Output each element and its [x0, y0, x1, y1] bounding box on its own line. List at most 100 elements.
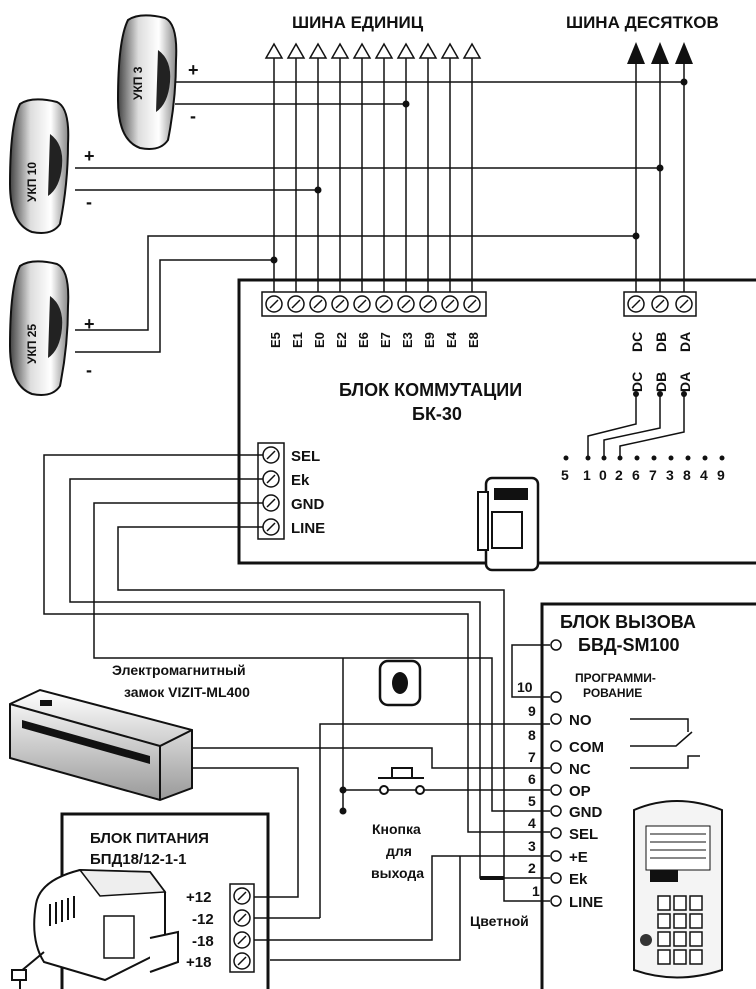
- pin-name: COM: [569, 739, 604, 756]
- tens-terminal-row: DC DB DA DC DB DA 5 1 0 2 6 7 3 8: [561, 291, 725, 483]
- jumper-digit: 1: [583, 467, 591, 483]
- terminal-label: SEL: [291, 448, 320, 465]
- svg-text:замок VIZIT-ML400: замок VIZIT-ML400: [124, 684, 250, 700]
- switch-block-model: БК-30: [412, 404, 462, 424]
- pin-name: OP: [569, 783, 591, 800]
- prog-label: РОВАНИЕ: [583, 686, 642, 700]
- prog-label: ПРОГРАММИ-: [575, 671, 656, 685]
- handset-ukp25: УКП 25: [8, 260, 70, 396]
- svg-text:-: -: [86, 360, 92, 380]
- svg-text:для: для: [386, 843, 412, 859]
- terminal-label: E2: [334, 332, 349, 348]
- prog-pin-number: 10: [517, 679, 533, 695]
- pin-name: GND: [569, 804, 603, 821]
- terminal-label: DB: [653, 372, 669, 392]
- terminal-label: GND: [291, 496, 325, 513]
- lock-caption: Электромагнитный замок VIZIT-ML400: [112, 662, 250, 700]
- svg-text:+: +: [84, 314, 95, 334]
- pin-number: 7: [528, 749, 536, 765]
- pin-name: LINE: [569, 894, 603, 911]
- jumper-digit: 9: [717, 467, 725, 483]
- handset-ukp10: УКП 10: [8, 98, 70, 234]
- psu-terminal-label: -18: [192, 933, 214, 950]
- psu-title: БЛОК ПИТАНИЯ: [90, 830, 209, 847]
- button-caption: Кнопка для выхода: [371, 821, 424, 881]
- tens-bus-arrows: [627, 42, 693, 64]
- svg-text:+: +: [84, 146, 95, 166]
- bus-tens-title: ШИНА ДЕСЯТКОВ: [566, 13, 719, 32]
- psu-model: БПД18/12-1-1: [90, 851, 186, 868]
- terminal-label: E3: [400, 332, 415, 348]
- handset-ukp3: УКП 3: [116, 14, 178, 150]
- pin-number: 4: [528, 815, 536, 831]
- call-block-model: БВД-SM100: [578, 635, 680, 655]
- svg-text:+: +: [188, 60, 199, 80]
- exit-button-icon: [378, 659, 422, 707]
- pin-number: 5: [528, 793, 536, 809]
- handset-label: УКП 10: [25, 162, 39, 202]
- bus-junctions: [270, 78, 688, 264]
- terminal-label: DA: [677, 372, 693, 392]
- pin-name: +E: [569, 849, 588, 866]
- bus-units-title: ШИНА ЕДИНИЦ: [292, 13, 424, 32]
- svg-text:Электромагнитный: Электромагнитный: [112, 662, 246, 678]
- pin-number: 2: [528, 860, 536, 876]
- unit-bus-arrows: [264, 42, 482, 59]
- colored-wire-label: Цветной: [470, 913, 529, 929]
- unit-terminal-row: E5 E1 E0 E2 E6 E7 E3 E9 E4 E8: [261, 291, 487, 348]
- jumper-digit: 8: [683, 467, 691, 483]
- call-block-bvd: БЛОК ВЫЗОВА БВД-SM100 10 ПРОГРАММИ- РОВА…: [517, 602, 756, 989]
- svg-text:выхода: выхода: [371, 865, 424, 881]
- pin-name: NO: [569, 712, 592, 729]
- jumper-digit: 0: [599, 467, 607, 483]
- pin-number: 3: [528, 838, 536, 854]
- jumper-digit: 6: [632, 467, 640, 483]
- terminal-label: DB: [653, 332, 669, 352]
- handset-label: УКП 25: [25, 324, 39, 364]
- terminal-label: Ek: [291, 472, 310, 489]
- svg-text:-: -: [190, 106, 196, 126]
- wire-junctions: [339, 786, 347, 815]
- terminal-label: E1: [290, 332, 305, 348]
- commutation-module: [477, 476, 540, 572]
- pin-number: 1: [532, 883, 540, 899]
- jumper-digit: 7: [649, 467, 657, 483]
- terminal-label: E5: [268, 332, 283, 348]
- pin-name: Ek: [569, 871, 588, 888]
- terminal-label: DC: [629, 332, 645, 352]
- exit-button-switch: [378, 767, 425, 795]
- terminal-label: E9: [422, 332, 437, 348]
- colored-wire-segment: [480, 876, 504, 880]
- switch-block-title: БЛОК КОММУТАЦИИ: [339, 380, 522, 400]
- polarity-signs: + - + - + -: [84, 60, 199, 380]
- terminal-label: E7: [378, 332, 393, 348]
- side-terminal-block: SEL Ek GND LINE: [257, 442, 325, 540]
- svg-text:Кнопка: Кнопка: [372, 821, 421, 837]
- pin-name: SEL: [569, 826, 598, 843]
- jumper-digit: 4: [700, 467, 708, 483]
- handset-label: УКП 3: [131, 66, 145, 100]
- bus-wires: [75, 58, 685, 353]
- psu-terminal-label: -12: [192, 911, 214, 928]
- terminal-label: LINE: [291, 520, 325, 537]
- electromagnetic-lock: [9, 688, 193, 802]
- terminal-label: E8: [466, 332, 481, 348]
- svg-text:-: -: [86, 192, 92, 212]
- jumper-digit: 2: [615, 467, 623, 483]
- terminal-label: E0: [312, 332, 327, 348]
- jumper-digit: 3: [666, 467, 674, 483]
- psu-terminal-label: +12: [186, 889, 211, 906]
- terminal-label: DC: [629, 372, 645, 392]
- call-block-title: БЛОК ВЫЗОВА: [560, 612, 696, 632]
- terminal-label: DA: [677, 332, 693, 352]
- pin-number: 6: [528, 771, 536, 787]
- power-supply-block: БЛОК ПИТАНИЯ БПД18/12-1-1 +12 -12 -18 +1…: [11, 812, 270, 989]
- psu-terminal-label: +18: [186, 954, 211, 971]
- terminal-label: E4: [444, 331, 459, 348]
- pin-number: 9: [528, 703, 536, 719]
- pin-name: NC: [569, 761, 591, 778]
- jumper-digit: 5: [561, 467, 569, 483]
- terminal-label: E6: [356, 332, 371, 348]
- pin-number: 8: [528, 727, 536, 743]
